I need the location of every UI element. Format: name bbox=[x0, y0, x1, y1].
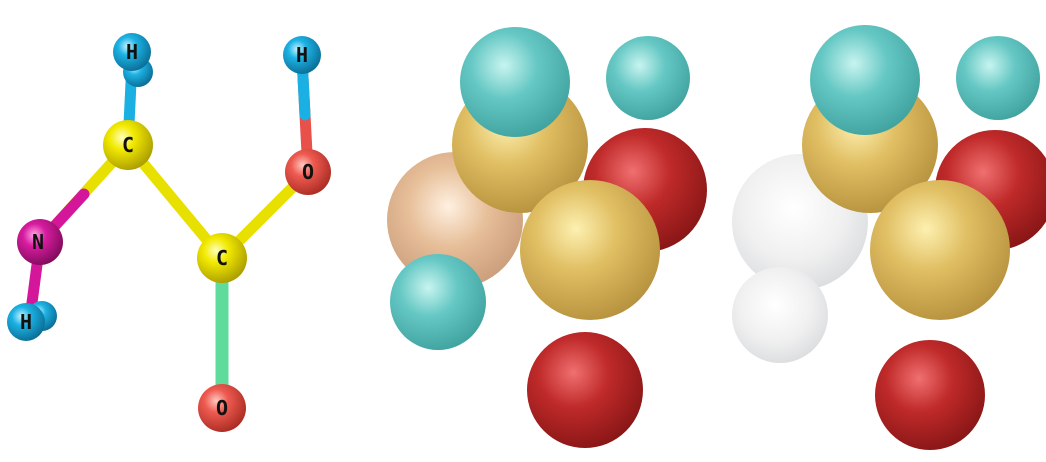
bonds bbox=[24, 52, 314, 415]
sf-hydrogen-atom-nitrogen bbox=[732, 267, 828, 363]
atom-c-carboxyl: C bbox=[197, 233, 247, 283]
atom-h-nitrogen: H bbox=[7, 301, 57, 341]
atom-o-carbonyl: O bbox=[198, 384, 246, 432]
atom-c-upper: C bbox=[103, 120, 153, 170]
sf-carbon-atom-carboxyl bbox=[520, 180, 660, 320]
sf-hydrogen-atom-hydroxyl bbox=[956, 36, 1040, 120]
sf-hydrogen-atom-nitrogen bbox=[390, 254, 486, 350]
space-filling-model-a bbox=[387, 27, 707, 448]
atom-label: O bbox=[302, 160, 314, 184]
atom-label: C bbox=[122, 133, 134, 157]
sf-oxygen-atom-carbonyl bbox=[527, 332, 643, 448]
sf-hydrogen-atom-top bbox=[460, 27, 570, 137]
atom-label: C bbox=[216, 246, 228, 270]
atom-o-hydroxyl: O bbox=[285, 149, 331, 195]
atom-h-top: H bbox=[113, 33, 153, 87]
atom-label: H bbox=[20, 310, 32, 334]
sf-hydrogen-atom-hydroxyl bbox=[606, 36, 690, 120]
sf-carbon-atom-carboxyl bbox=[870, 180, 1010, 320]
atom-n-amine: N bbox=[17, 219, 63, 265]
sf-hydrogen-atom-top bbox=[810, 25, 920, 135]
atom-h-hydroxyl: H bbox=[283, 36, 321, 74]
sf-oxygen-atom-carbonyl bbox=[875, 340, 985, 450]
atom-label: H bbox=[126, 40, 138, 64]
space-filling-model-b bbox=[732, 25, 1046, 450]
atom-label: O bbox=[216, 396, 228, 420]
ball-and-stick-model: H C H O N H C O bbox=[7, 33, 331, 432]
atom-label: N bbox=[32, 230, 44, 254]
atom-label: H bbox=[296, 43, 308, 67]
